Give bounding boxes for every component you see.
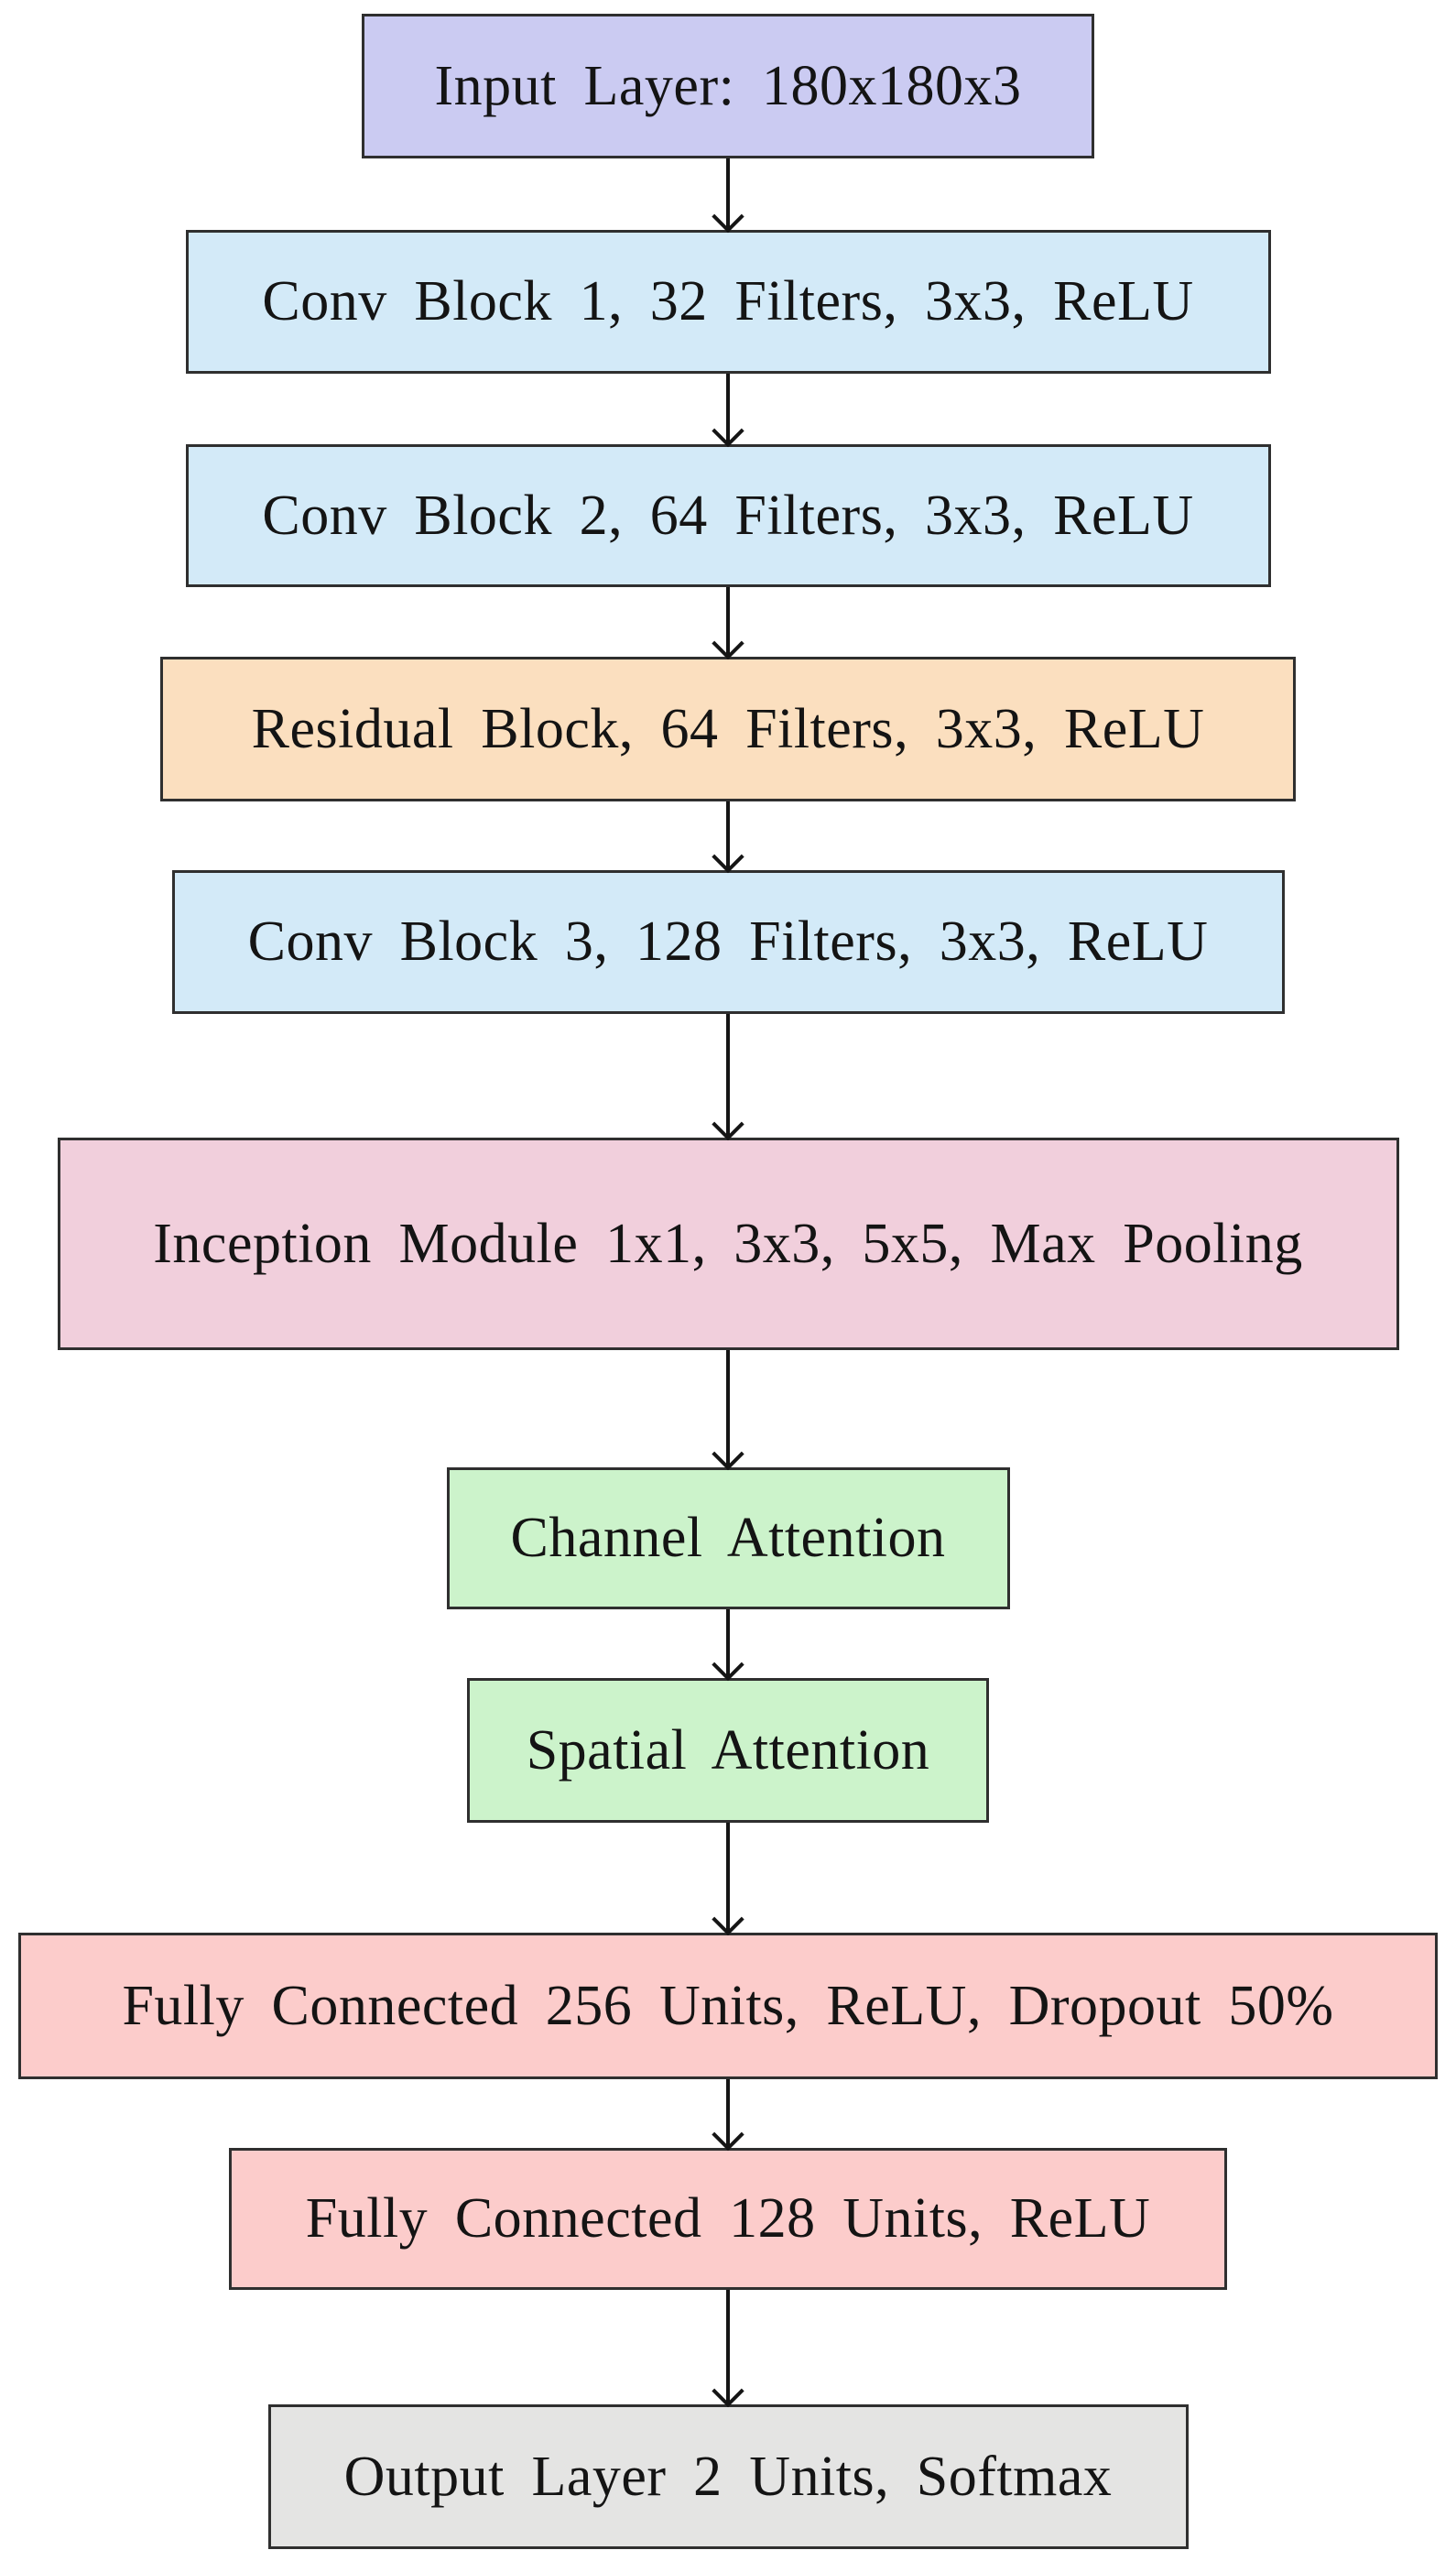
node-spatial-attention: Spatial Attention: [467, 1678, 989, 1823]
flow-arrow-down-icon: [726, 1609, 730, 1678]
flow-arrow-down-icon: [726, 374, 730, 444]
flow-arrow-down-icon: [726, 801, 730, 870]
flow-arrow-down-icon: [726, 2290, 730, 2404]
node-conv-block-3: Conv Block 3, 128 Filters, 3x3, ReLU: [171, 870, 1285, 1014]
node-residual-block: Residual Block, 64 Filters, 3x3, ReLU: [160, 657, 1296, 801]
node-label: Inception Module 1x1, 3x3, 5x5, Max Pool…: [153, 1212, 1303, 1275]
flow-arrow-down-icon: [726, 1014, 730, 1138]
node-label: Conv Block 3, 128 Filters, 3x3, ReLU: [247, 910, 1209, 973]
node-label: Fully Connected 256 Units, ReLU, Dropout…: [122, 1974, 1334, 2037]
node-label: Residual Block, 64 Filters, 3x3, ReLU: [251, 697, 1205, 760]
node-inception-module: Inception Module 1x1, 3x3, 5x5, Max Pool…: [57, 1138, 1399, 1350]
flow-arrow-down-icon: [726, 1823, 730, 1933]
node-label: Fully Connected 128 Units, ReLU: [305, 2187, 1151, 2250]
node-fully-connected-128: Fully Connected 128 Units, ReLU: [229, 2148, 1227, 2290]
node-label: Channel Attention: [510, 1507, 946, 1569]
node-label: Output Layer 2 Units, Softmax: [343, 2445, 1113, 2508]
node-label: Spatial Attention: [526, 1718, 930, 1782]
node-label: Input Layer: 180x180x3: [434, 54, 1022, 117]
node-output-layer: Output Layer 2 Units, Softmax: [267, 2404, 1189, 2549]
flow-arrow-down-icon: [726, 158, 730, 230]
node-label: Conv Block 1, 32 Filters, 3x3, ReLU: [262, 270, 1194, 332]
node-label: Conv Block 2, 64 Filters, 3x3, ReLU: [262, 484, 1194, 547]
node-conv-block-2: Conv Block 2, 64 Filters, 3x3, ReLU: [185, 444, 1271, 587]
flow-arrow-down-icon: [726, 1350, 730, 1467]
node-conv-block-1: Conv Block 1, 32 Filters, 3x3, ReLU: [185, 230, 1271, 374]
node-input-layer: Input Layer: 180x180x3: [362, 14, 1094, 158]
node-channel-attention: Channel Attention: [446, 1467, 1010, 1609]
flow-arrow-down-icon: [726, 587, 730, 657]
node-fully-connected-256: Fully Connected 256 Units, ReLU, Dropout…: [18, 1933, 1438, 2079]
flow-arrow-down-icon: [726, 2079, 730, 2148]
